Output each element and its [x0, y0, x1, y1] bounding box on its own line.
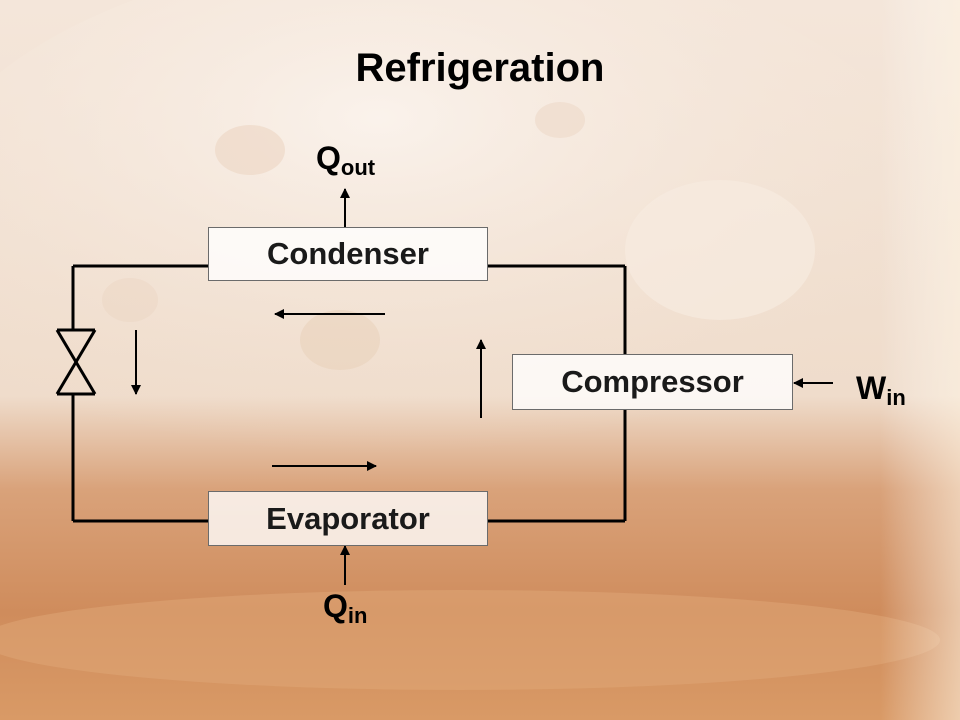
evaporator-label: Evaporator: [266, 500, 430, 536]
evaporator-box: Evaporator: [208, 491, 488, 546]
condenser-label: Condenser: [267, 236, 429, 271]
q-in-main: Q: [323, 588, 348, 624]
q-out-label: Qout: [316, 140, 375, 181]
cycle-loop: [71, 264, 627, 523]
q-out-sub: out: [340, 155, 376, 180]
q-in-sub: in: [347, 603, 368, 628]
compressor-box: Compressor: [512, 354, 793, 410]
condenser-box: Condenser: [208, 227, 488, 281]
expansion-valve-icon: [55, 328, 97, 396]
q-out-main: Q: [316, 140, 341, 176]
w-in-sub: in: [886, 385, 906, 410]
compressor-label: Compressor: [561, 364, 744, 399]
diagram-title: Refrigeration: [355, 46, 605, 90]
w-in-label: Win: [856, 370, 906, 411]
q-in-label: Qin: [323, 588, 367, 629]
w-in-main: W: [856, 370, 887, 406]
